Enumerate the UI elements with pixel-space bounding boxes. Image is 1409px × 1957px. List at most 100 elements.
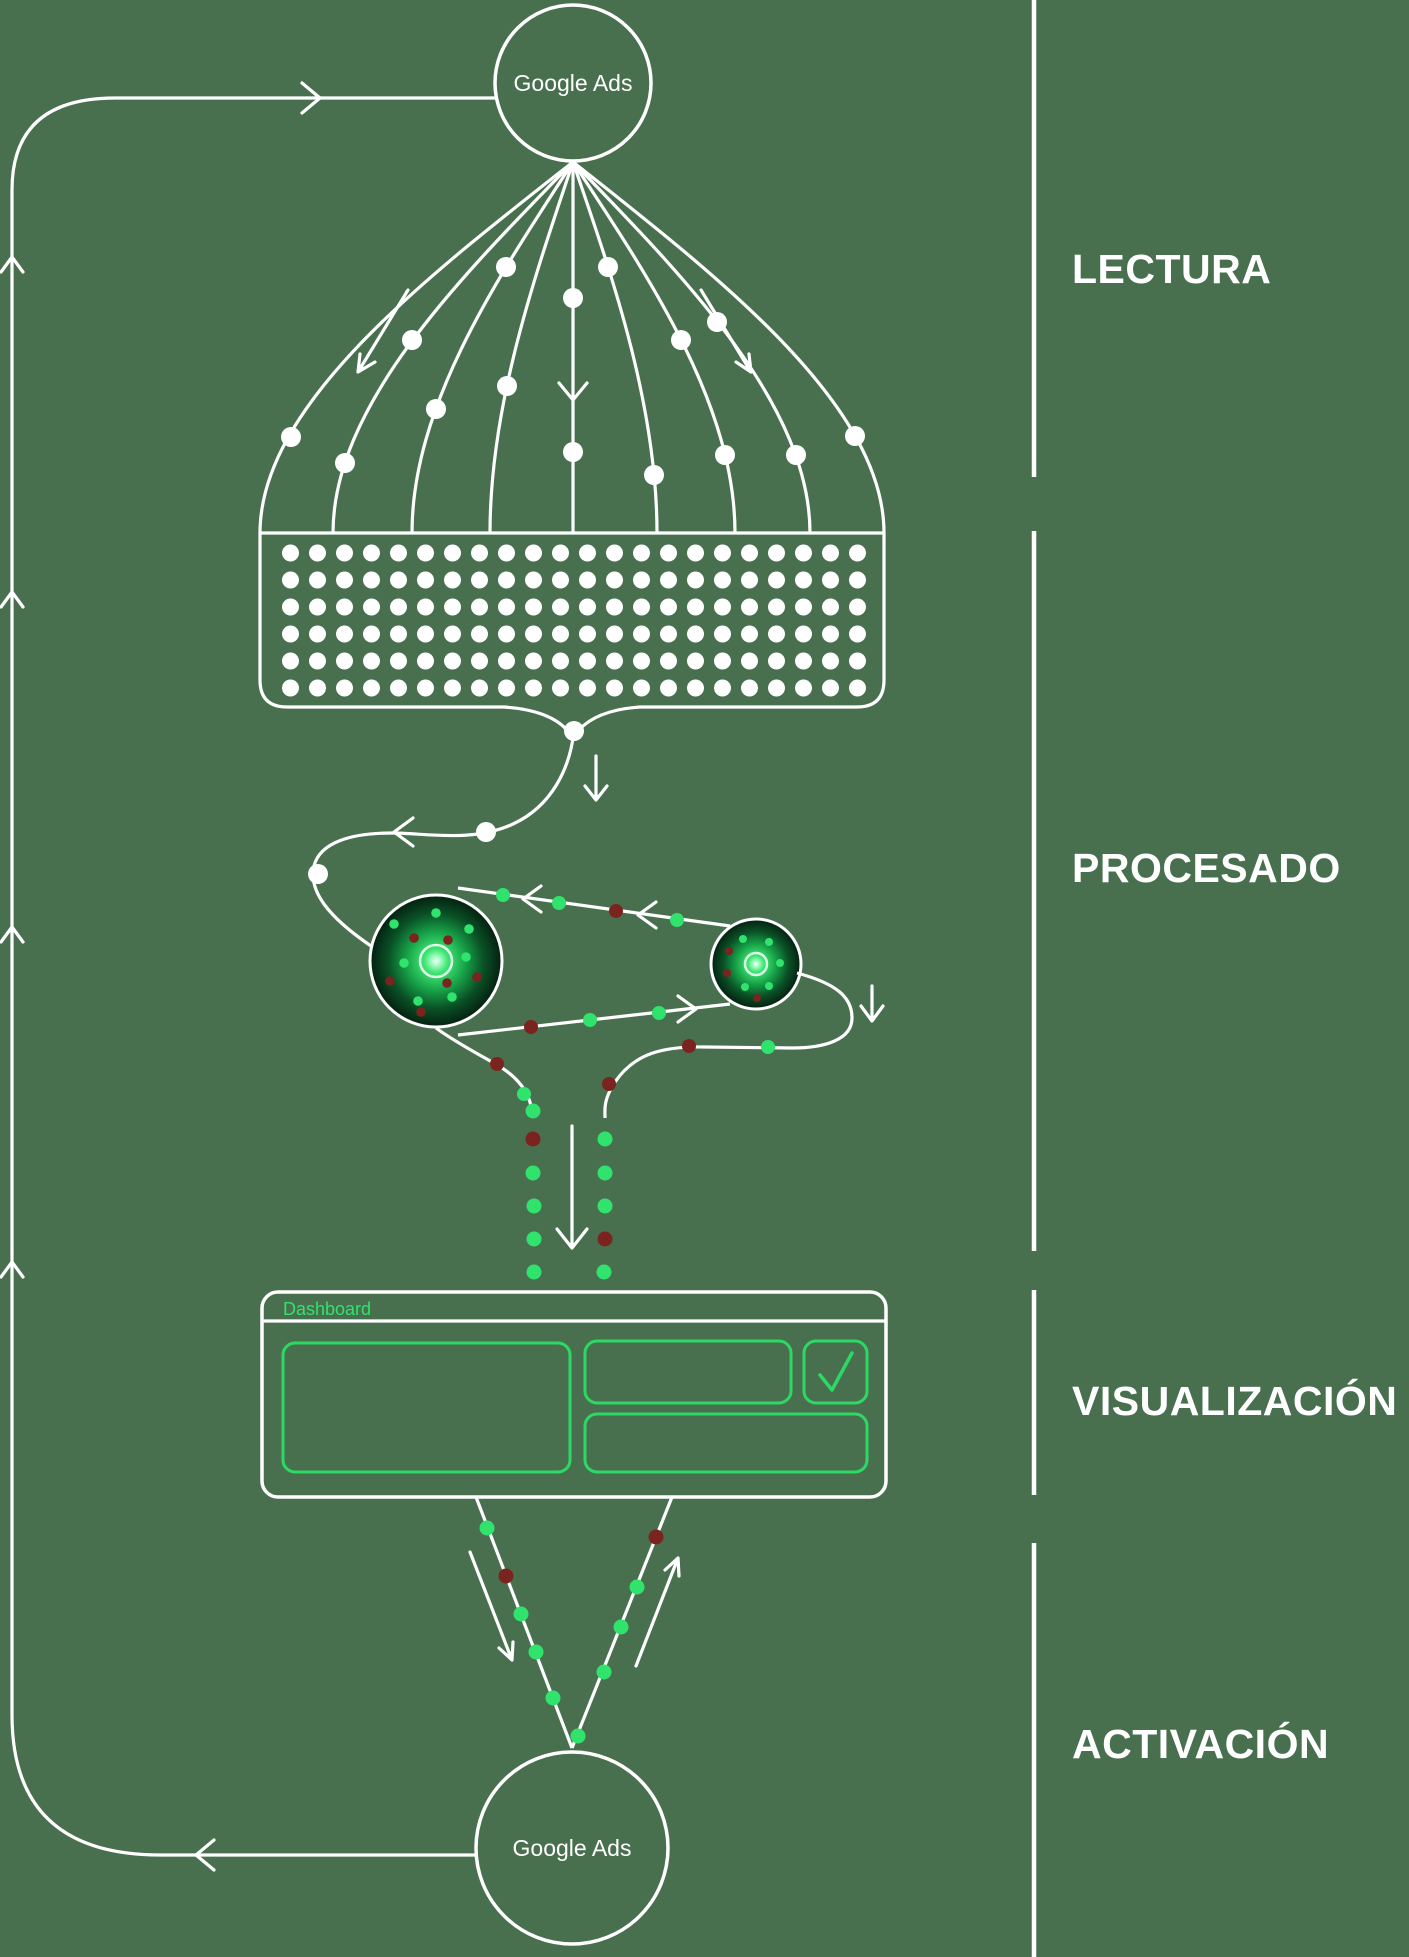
grid-dot [633, 598, 650, 616]
arrow-down-icon [583, 754, 609, 802]
activation-convergence-part [498, 1568, 514, 1584]
processing-unit-part [682, 1039, 696, 1053]
stream-right-part [596, 1264, 612, 1280]
activation-convergence-part [479, 1520, 495, 1536]
grid-dot [606, 544, 623, 562]
grid-dot [714, 571, 731, 589]
grid-dot [579, 598, 596, 616]
processing-unit-part [552, 896, 566, 910]
grid-dot [660, 598, 677, 616]
dashboard-chart-panel [281, 1341, 572, 1474]
grid-dot [660, 544, 677, 562]
grid-dot [687, 652, 704, 670]
grid-dot [552, 571, 569, 589]
grid-dot [282, 571, 299, 589]
grid-dot [849, 571, 866, 589]
grid-dot [768, 652, 785, 670]
grid-dot [687, 625, 704, 643]
grid-dot [552, 598, 569, 616]
mill-small [709, 917, 803, 1011]
grid-dot [336, 625, 353, 643]
mill-small-part [765, 982, 773, 990]
processing-unit-part [609, 904, 623, 918]
mill-large-part [443, 935, 453, 945]
arrow-up-icon [0, 925, 25, 944]
grid-dot [525, 571, 542, 589]
grid-dot [498, 625, 515, 643]
mill-small-part [765, 938, 773, 946]
grid-dot [363, 679, 380, 697]
stream-right-part [597, 1231, 613, 1247]
arrow-up-icon [634, 1556, 681, 1668]
activation-line-left [474, 1496, 574, 1749]
grid-dot [363, 571, 380, 589]
mill-small-part [753, 994, 761, 1002]
grid-dot [741, 544, 758, 562]
grid-dot [822, 544, 839, 562]
grid-dot [444, 598, 461, 616]
grid-dot [660, 652, 677, 670]
mill-large-part [447, 992, 457, 1002]
fan-dots-part [845, 426, 865, 446]
grid-dot [444, 652, 461, 670]
processing-unit-part [761, 1040, 775, 1054]
grid-dot [768, 625, 785, 643]
mill-small-part [723, 969, 731, 977]
grid-dot [741, 652, 758, 670]
source-node: Google Ads [493, 3, 653, 163]
grid-dot [363, 598, 380, 616]
grid-dot [822, 679, 839, 697]
grid-dot [579, 652, 596, 670]
stage-label-lectura: LECTURA [1072, 246, 1271, 292]
grid-dot [444, 625, 461, 643]
arrow-down-icon [555, 1124, 589, 1250]
fan-dots-part [281, 427, 301, 447]
grid-dot [687, 571, 704, 589]
grid-dot [444, 544, 461, 562]
arrow-left-icon [194, 1838, 216, 1872]
grid-dot [714, 679, 731, 697]
mill-small-part [725, 947, 733, 955]
grid-dot [390, 598, 407, 616]
grid-dot [687, 679, 704, 697]
grid-dot [417, 679, 434, 697]
fan-dots-part [335, 453, 355, 473]
grid-dot [714, 652, 731, 670]
source-node-circle [493, 3, 653, 163]
activation-convergence-part [629, 1579, 645, 1595]
feedback-loop [0, 81, 496, 1872]
grid-dot [417, 544, 434, 562]
grid-dot [363, 544, 380, 562]
fan-side-arrows [356, 288, 753, 374]
outlet-left [435, 1026, 534, 1113]
fan-dots-part [598, 257, 618, 277]
mill-large-part [472, 972, 482, 982]
fan-dots-part [707, 312, 727, 332]
grid-dot [714, 625, 731, 643]
arrow-down-left-icon [356, 288, 410, 374]
grid-dot [498, 652, 515, 670]
grid-dot [579, 544, 596, 562]
grid-dot [390, 571, 407, 589]
grid-dot [849, 625, 866, 643]
processing-unit-part [583, 1013, 597, 1027]
grid-dot [849, 544, 866, 562]
grid-dot [309, 625, 326, 643]
fan-dots [281, 257, 865, 485]
grid-dot [498, 598, 515, 616]
grid-dot [606, 679, 623, 697]
processing-unit [368, 884, 885, 1119]
check-icon [818, 1351, 854, 1392]
grid-dot [687, 544, 704, 562]
fan-dots-part [644, 465, 664, 485]
grid-dot [525, 679, 542, 697]
fan-dots-part [497, 376, 517, 396]
data-grid-part [258, 531, 886, 732]
grid-dot [768, 571, 785, 589]
arrow-down-icon [859, 984, 885, 1023]
arrow-right-icon [676, 994, 698, 1024]
grid-dot [309, 652, 326, 670]
grid-dot [768, 544, 785, 562]
processing-inlet-part [476, 822, 496, 842]
grid-dot [552, 625, 569, 643]
